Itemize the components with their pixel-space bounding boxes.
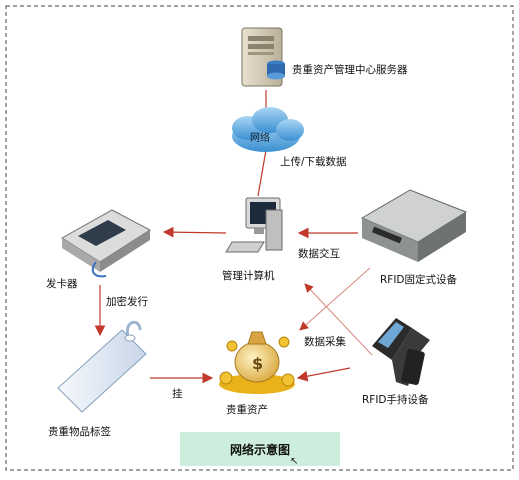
svg-text:$: $ <box>252 354 263 373</box>
outer-dashed-border <box>5 5 514 471</box>
arrow-fixed-to-asset <box>299 267 371 331</box>
cloud-icon <box>232 107 304 152</box>
computer-icon <box>225 197 283 253</box>
line-network-computer <box>257 149 267 197</box>
arrow-computer-to-issuer <box>162 226 227 238</box>
arrow-handheld-to-asset <box>296 367 351 382</box>
arrow-handheld-to-computer <box>304 283 373 356</box>
data-collection-label: 数据采集 <box>304 336 346 348</box>
server-icon <box>241 27 285 87</box>
money-bag-icon: $ <box>219 331 295 394</box>
card-issuer-label: 发卡器 <box>46 278 78 290</box>
rfid-handheld-label: RFID手持设备 <box>362 394 429 406</box>
upload-download-label: 上传/下载数据 <box>280 156 347 168</box>
data-exchange-label: 数据交互 <box>298 248 340 260</box>
diagram-caption: 网络示意图 <box>180 432 340 466</box>
rfid-fixed-reader-icon <box>360 189 468 262</box>
rfid-handheld-icon <box>372 318 430 386</box>
asset-label: 贵重资产 <box>226 404 268 416</box>
server-label: 贵重资产管理中心服务器 <box>292 64 408 76</box>
connections <box>94 90 373 384</box>
asset-tag-icon <box>57 320 147 413</box>
card-issuer-icon <box>61 209 151 278</box>
encrypt-issue-label: 加密发行 <box>106 296 148 308</box>
rfid-fixed-label: RFID固定式设备 <box>380 274 458 286</box>
computer-label: 管理计算机 <box>222 270 275 282</box>
tag-label: 贵重物品标签 <box>48 426 111 438</box>
cursor-icon: ↖ <box>290 456 299 467</box>
network-label: 网络 <box>250 133 270 144</box>
attach-label: 挂 <box>172 388 183 400</box>
